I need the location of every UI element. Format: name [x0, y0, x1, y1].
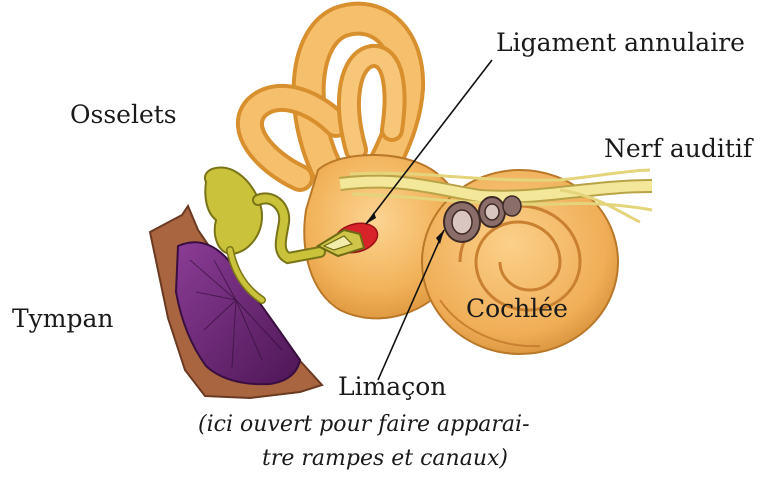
label-osselets: Osselets: [70, 102, 177, 127]
label-tympan: Tympan: [12, 306, 114, 331]
label-cochlee: Cochlée: [466, 296, 568, 321]
caption-line-1: (ici ouvert pour faire apparai-: [198, 414, 530, 436]
label-limacon: Limaçon: [338, 374, 446, 399]
label-nerf-auditif: Nerf auditif: [604, 136, 752, 161]
semicircular-canals: [250, 19, 408, 178]
caption-line-2: tre rampes et canaux): [262, 448, 508, 470]
label-ligament-annulaire: Ligament annulaire: [496, 30, 745, 55]
